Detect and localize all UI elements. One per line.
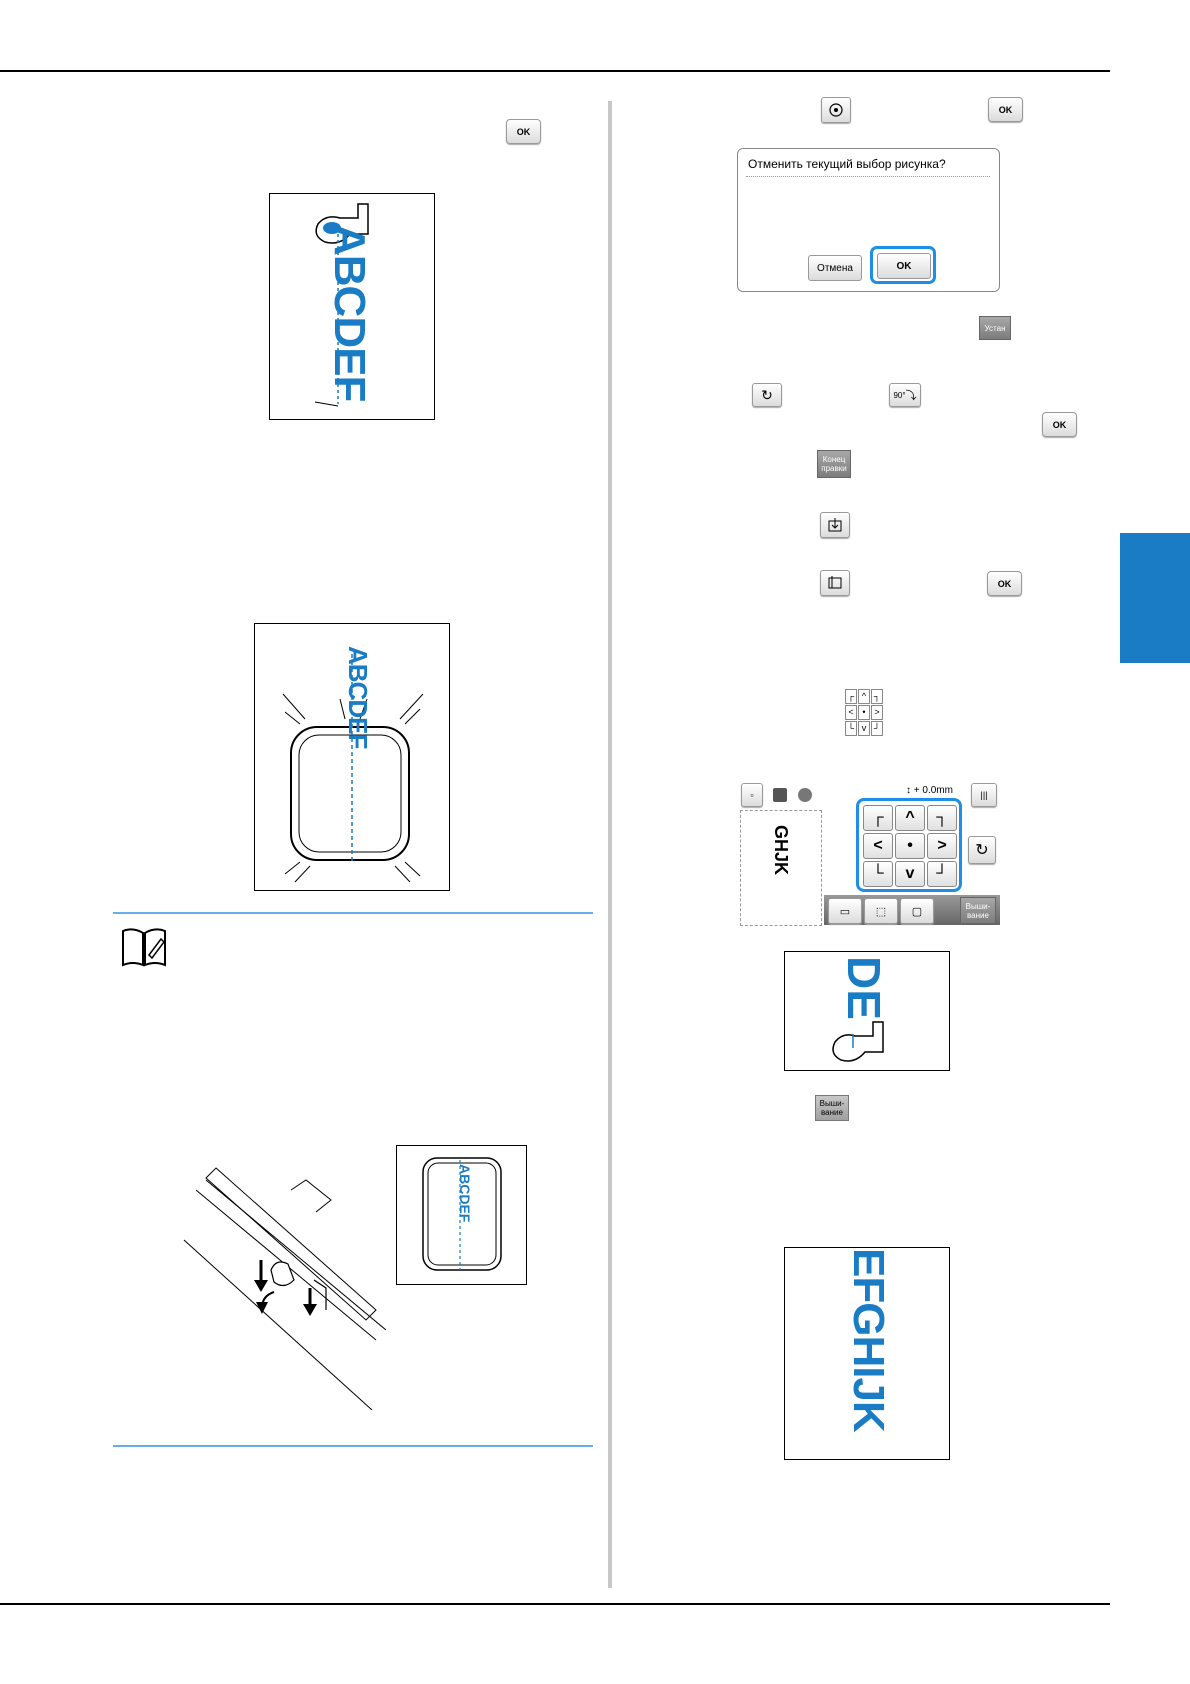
move-up-button[interactable]: ^ — [895, 805, 925, 831]
rotate-button[interactable]: ↻ — [968, 836, 996, 864]
ok-button-inline[interactable]: OK — [1042, 412, 1077, 437]
move-down-left-button[interactable]: └ — [863, 861, 893, 887]
hoop-button[interactable]: ▢ — [900, 898, 934, 924]
figure-text-abcdef: ABCDEF — [325, 224, 374, 402]
figure-fabric-start: ABCDEF — [269, 193, 435, 420]
layout-icon — [828, 576, 842, 589]
layout-tab-button[interactable]: ▭ — [828, 898, 862, 924]
presser-foot-icon — [314, 203, 369, 407]
move-down-right-button[interactable]: ┘ — [927, 861, 957, 887]
preview-area: GHJK — [740, 810, 822, 926]
embroidery-button[interactable]: Выши-вание — [960, 897, 996, 924]
move-left-button[interactable]: < — [863, 833, 893, 859]
frame-button[interactable]: ▫ — [741, 783, 763, 807]
rotate-90-label: 90° — [893, 390, 906, 400]
embroidery-hoop-icon — [282, 654, 424, 883]
arrow-pad-icon: ┌^┐ <•> └v┘ — [845, 689, 883, 736]
trial-frame-icon: ⬚ — [875, 905, 887, 918]
cancel-selection-dialog: Отменить текущий выбор рисунка? Отмена O… — [737, 148, 1000, 292]
ok-button-inline[interactable]: OK — [988, 97, 1023, 122]
figure-text-abcdef: ABCDEF — [343, 646, 373, 749]
figure-fabric-continued: EFGHIJK — [784, 1247, 950, 1460]
layout-icon: ▭ — [839, 905, 851, 918]
set-button[interactable]: Устан — [979, 316, 1011, 340]
embroidery-pattern-icon — [829, 103, 843, 117]
layout-button[interactable] — [820, 570, 850, 596]
dialog-cancel-button[interactable]: Отмена — [808, 255, 862, 281]
layout-screen: ▫ ↕ + 0.0mm ||| GHJK ┌ ^ ┐ < • > └ v ┘ ↻… — [738, 781, 1000, 926]
hoop-attach-illustration — [183, 1167, 387, 1410]
rotate-corner-icon: ⤵ — [905, 390, 917, 402]
presser-foot-icon — [832, 1021, 884, 1062]
move-right-button[interactable]: > — [927, 833, 957, 859]
figure-text-efghijk: EFGHIJK — [844, 1248, 893, 1432]
stitch-icon: ||| — [980, 790, 988, 800]
preview-text: GHJK — [771, 825, 791, 876]
frame-icon: ▫ — [750, 790, 754, 800]
side-chapter-tab — [1120, 533, 1190, 663]
column-divider — [608, 101, 612, 1588]
move-up-left-button[interactable]: ┌ — [863, 805, 893, 831]
memo-icon — [119, 925, 169, 971]
figure-hoop-alignment: ABCDEF — [254, 623, 450, 891]
figure-fabric-end: DE — [784, 951, 950, 1071]
needle-drop-button[interactable] — [820, 512, 850, 538]
arrow-pad-highlight — [856, 798, 962, 892]
trial-button[interactable]: ⬚ — [864, 898, 898, 924]
embroidery-hoop-icon — [422, 1157, 502, 1271]
stitch-button[interactable]: ||| — [971, 783, 997, 807]
offset-readout: ↕ + 0.0mm — [906, 785, 953, 796]
dialog-divider — [746, 176, 990, 177]
rotate-button[interactable]: ↻ — [752, 383, 782, 407]
ok-button-inline[interactable]: OK — [506, 119, 541, 144]
dialog-message: Отменить текущий выбор рисунка? — [748, 157, 946, 171]
embroidery-button[interactable]: Выши-вание — [815, 1095, 849, 1121]
thread-spool-icon — [798, 788, 812, 802]
move-center-button[interactable]: • — [895, 833, 925, 859]
dialog-ok-highlight — [870, 246, 936, 284]
end-edit-button[interactable]: Конец правки — [817, 450, 851, 478]
ok-button-inline[interactable]: OK — [987, 571, 1022, 596]
offset-value: 0.0mm — [922, 785, 953, 796]
pattern-select-button[interactable] — [821, 97, 851, 123]
rotate-90-button[interactable]: 90°⤵ — [889, 383, 921, 407]
needle-down-icon — [828, 518, 842, 532]
rotate-icon: ↻ — [761, 386, 773, 403]
hoop-icon: ▢ — [911, 905, 923, 918]
bottom-rule — [0, 1603, 1110, 1605]
rotate-icon: ↻ — [975, 842, 989, 859]
dialog-ok-button[interactable]: OK — [877, 253, 931, 279]
figure-text-abcdef: ABCDEF — [457, 1164, 473, 1223]
memo-bottom-rule — [113, 1445, 593, 1447]
figure-hoop-small: ABCDEF — [396, 1145, 527, 1285]
move-down-button[interactable]: v — [895, 861, 925, 887]
memo-top-rule — [113, 912, 593, 914]
move-up-right-button[interactable]: ┐ — [927, 805, 957, 831]
figure-text-de: DE — [838, 956, 890, 1020]
thread-color-icon — [773, 788, 787, 802]
top-rule — [0, 70, 1110, 72]
